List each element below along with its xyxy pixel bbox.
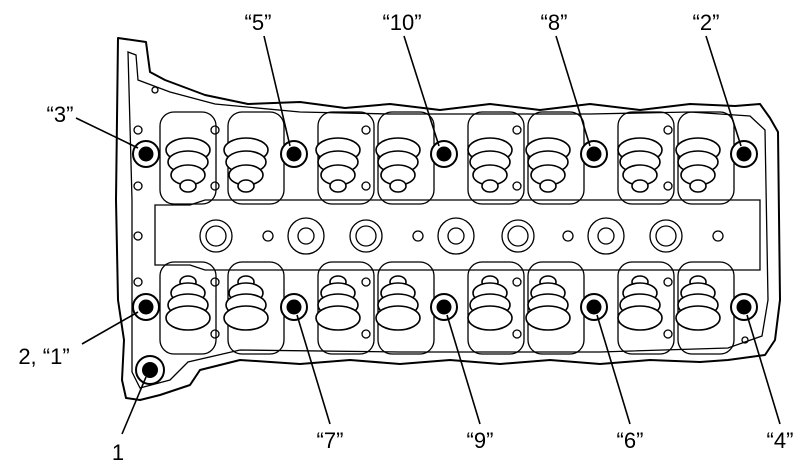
label-bolt-1: 1 [112, 440, 124, 465]
label-bolt-3: “3” [47, 102, 74, 127]
head-outline [115, 37, 781, 401]
label-bolt-5: “5” [245, 10, 272, 35]
leader-lines [75, 35, 781, 435]
bolt-9 [430, 293, 458, 321]
label-bolt-7: “7” [317, 428, 344, 453]
bolt-2 [730, 140, 758, 168]
label-bolt-6: “6” [617, 428, 644, 453]
bolt-3 [132, 140, 160, 168]
head-inner-outline [127, 51, 769, 389]
label-bolt-10: “10” [382, 10, 421, 35]
bolt-4 [730, 293, 758, 321]
label-bolt-8: “8” [541, 10, 568, 35]
valve-springs-lower [165, 275, 721, 331]
bolt-1 [135, 355, 165, 385]
bolt-5 [280, 140, 308, 168]
chamber-band [154, 199, 761, 271]
head-bolts [132, 140, 758, 385]
spark-plug-bosses [199, 217, 683, 255]
bolt-1-quoted [132, 293, 160, 321]
bolt-8 [580, 140, 608, 168]
label-bolt-2: “2” [693, 10, 720, 35]
small-holes [133, 86, 749, 344]
label-bolt-2-1: 2, “1” [18, 344, 69, 369]
bolt-10 [430, 140, 458, 168]
valve-springs-upper [165, 137, 721, 193]
bolt-6 [580, 293, 608, 321]
label-bolt-9: “9” [467, 428, 494, 453]
bolt-labels: “5” “10” “8” “2” “3” 2, “1” 1 “7” “9” “6… [18, 10, 793, 465]
bolt-7 [280, 293, 308, 321]
label-bolt-4: “4” [767, 428, 794, 453]
